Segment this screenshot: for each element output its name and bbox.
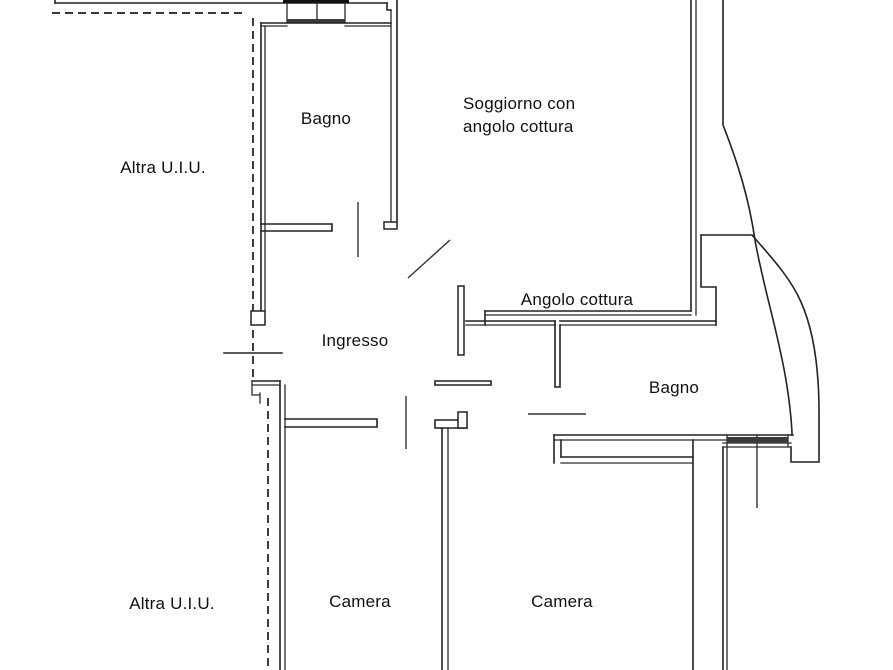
bay-facade-inner-curve (722, 0, 793, 436)
bedroom-left-walls (279, 380, 407, 670)
label-bedroom-right: Camera (531, 592, 593, 611)
window-top-sill (287, 19, 345, 23)
bathroom-left-wall-foot (250, 310, 266, 326)
hall-wall-segment (434, 380, 492, 386)
top-wall-step (386, 2, 392, 11)
unit-boundary-dashed-lines (52, 12, 269, 670)
label-entrance: Ingresso (322, 331, 389, 350)
living-room-walls (407, 0, 717, 356)
entrance-boundary-step (251, 380, 261, 404)
bay-facade-outer-curve (700, 234, 820, 463)
label-living-room-line1: Soggiorno con (463, 94, 575, 113)
bathroom-top-walls (250, 0, 398, 326)
label-other-unit-top: Altra U.I.U. (120, 158, 206, 177)
bedroom-right-walls (560, 439, 728, 670)
room-labels: Bagno Soggiorno con angolo cottura Altra… (120, 94, 699, 613)
divider-notch (457, 411, 468, 429)
label-kitchenette: Angolo cottura (521, 290, 634, 309)
label-other-unit-bottom: Altra U.I.U. (129, 594, 215, 613)
curved-bay-facade (700, 0, 820, 463)
bathroom-bottom-south-jog (553, 434, 562, 464)
bedroom-left-north-wall (284, 418, 378, 428)
label-bathroom-top: Bagno (301, 109, 351, 128)
label-living-room-line2: angolo cottura (463, 117, 574, 136)
label-bathroom-bottom: Bagno (649, 378, 699, 397)
bathroom-bottom-west-wall (554, 320, 561, 388)
opening-diagonal-marker (407, 239, 451, 279)
bay-window-bottom (722, 434, 792, 508)
corner-pier-outline (700, 234, 717, 326)
bathroom-bottom-walls (528, 320, 794, 464)
top-exterior-wall (54, 0, 392, 11)
bedroom-divider-wall (434, 411, 468, 670)
entrance-walls (223, 352, 283, 404)
bathroom-bottom-wall (260, 223, 333, 232)
bathroom-right-wall-foot (383, 221, 398, 230)
window-bottom-sill (727, 437, 788, 443)
label-bedroom-left: Camera (329, 592, 391, 611)
kitchenette-pier (457, 285, 465, 356)
hall-wall-lines (434, 380, 492, 386)
